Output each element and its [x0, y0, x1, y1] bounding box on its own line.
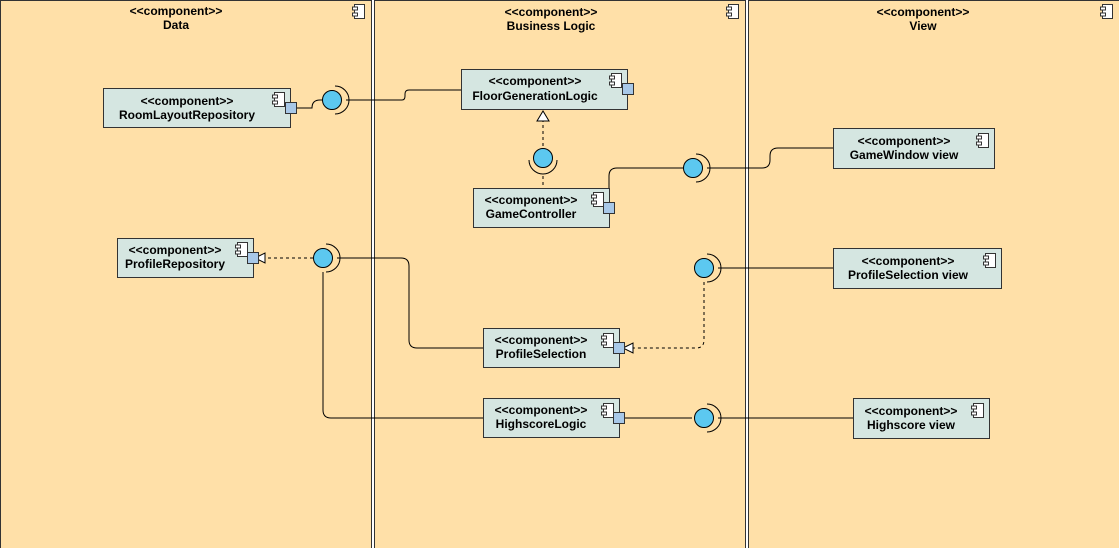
- interfaces: [313, 85, 722, 433]
- component-icon: [726, 4, 739, 19]
- interface-lollipop[interactable]: [322, 85, 350, 115]
- realization-arrowhead: [536, 110, 550, 122]
- interface-lollipop[interactable]: [528, 148, 558, 175]
- component-port[interactable]: [285, 102, 297, 114]
- component-port[interactable]: [622, 83, 634, 95]
- dependency-arrowhead: [253, 252, 266, 264]
- component-icon: [976, 133, 989, 148]
- component-highscore-logic[interactable]: <<component>> HighscoreLogic: [483, 398, 625, 438]
- component-port[interactable]: [247, 252, 259, 264]
- component-icon: [352, 4, 365, 19]
- component-room-layout-repository[interactable]: <<component>> RoomLayoutRepository: [103, 88, 297, 128]
- lane-business-name: Business Logic: [507, 19, 596, 33]
- lane-data-name: Data: [163, 18, 189, 32]
- connector-line: [322, 272, 483, 419]
- component-stereotype: <<component>>: [858, 134, 951, 148]
- interface-lollipop[interactable]: [683, 153, 711, 183]
- connector-line: [346, 89, 461, 101]
- lane-view-stereotype: <<component>>: [877, 5, 970, 19]
- component-stereotype: <<component>>: [495, 333, 588, 347]
- component-floor-generation-logic[interactable]: <<component>> FloorGenerationLogic: [461, 69, 634, 110]
- component-icon: [1100, 4, 1113, 19]
- component-icon: [235, 242, 248, 257]
- component-name: FloorGenerationLogic: [472, 89, 598, 103]
- lane-data-stereotype: <<component>>: [130, 4, 223, 18]
- component-icon: [971, 403, 984, 418]
- component-profile-selection-view[interactable]: <<component>> ProfileSelection view: [833, 248, 1002, 289]
- connector-line: [608, 167, 683, 208]
- lane-business-stereotype: <<component>>: [505, 5, 598, 19]
- component-highscore-view[interactable]: <<component>> Highscore view: [853, 398, 990, 439]
- component-stereotype: <<component>>: [865, 404, 958, 418]
- lane-view-name: View: [909, 19, 937, 33]
- component-icon: [601, 333, 614, 348]
- component-icon: [601, 403, 614, 418]
- component-profile-selection[interactable]: <<component>> ProfileSelection: [483, 328, 625, 368]
- component-icon: [609, 73, 622, 88]
- component-stereotype: <<component>>: [862, 254, 955, 268]
- component-icon: [983, 253, 996, 268]
- component-name: GameWindow view: [850, 148, 959, 162]
- component-name: HighscoreLogic: [496, 417, 587, 431]
- component-name: ProfileRepository: [125, 257, 225, 271]
- component-stereotype: <<component>>: [129, 243, 222, 257]
- interface-lollipop[interactable]: [694, 403, 722, 433]
- component-name: GameController: [486, 207, 577, 221]
- component-icon: [272, 92, 285, 107]
- arrowheads: [253, 110, 634, 354]
- component-name: ProfileSelection: [496, 347, 587, 361]
- component-stereotype: <<component>>: [495, 403, 588, 417]
- interface-lollipop[interactable]: [694, 253, 722, 283]
- component-port[interactable]: [613, 412, 625, 424]
- component-name: Highscore view: [867, 418, 956, 432]
- connector-line: [297, 99, 322, 109]
- connector-line: [337, 257, 483, 349]
- component-stereotype: <<component>>: [141, 94, 234, 108]
- component-name: RoomLayoutRepository: [119, 108, 255, 122]
- component-name: ProfileSelection view: [848, 268, 969, 282]
- dependency-arrowhead: [621, 342, 634, 354]
- component-game-controller[interactable]: <<component>> GameController: [473, 188, 615, 228]
- component-icon: [591, 192, 604, 207]
- connectors: [297, 89, 853, 419]
- connector-line: [707, 147, 833, 169]
- component-game-window-view[interactable]: <<component>> GameWindow view: [833, 128, 995, 169]
- component-stereotype: <<component>>: [485, 193, 578, 207]
- component-port[interactable]: [613, 342, 625, 354]
- dependencies: [264, 120, 705, 349]
- component-profile-repository[interactable]: <<component>> ProfileRepository: [117, 238, 259, 278]
- component-port[interactable]: [603, 202, 615, 214]
- component-stereotype: <<component>>: [489, 74, 582, 88]
- interface-lollipop[interactable]: [313, 243, 341, 273]
